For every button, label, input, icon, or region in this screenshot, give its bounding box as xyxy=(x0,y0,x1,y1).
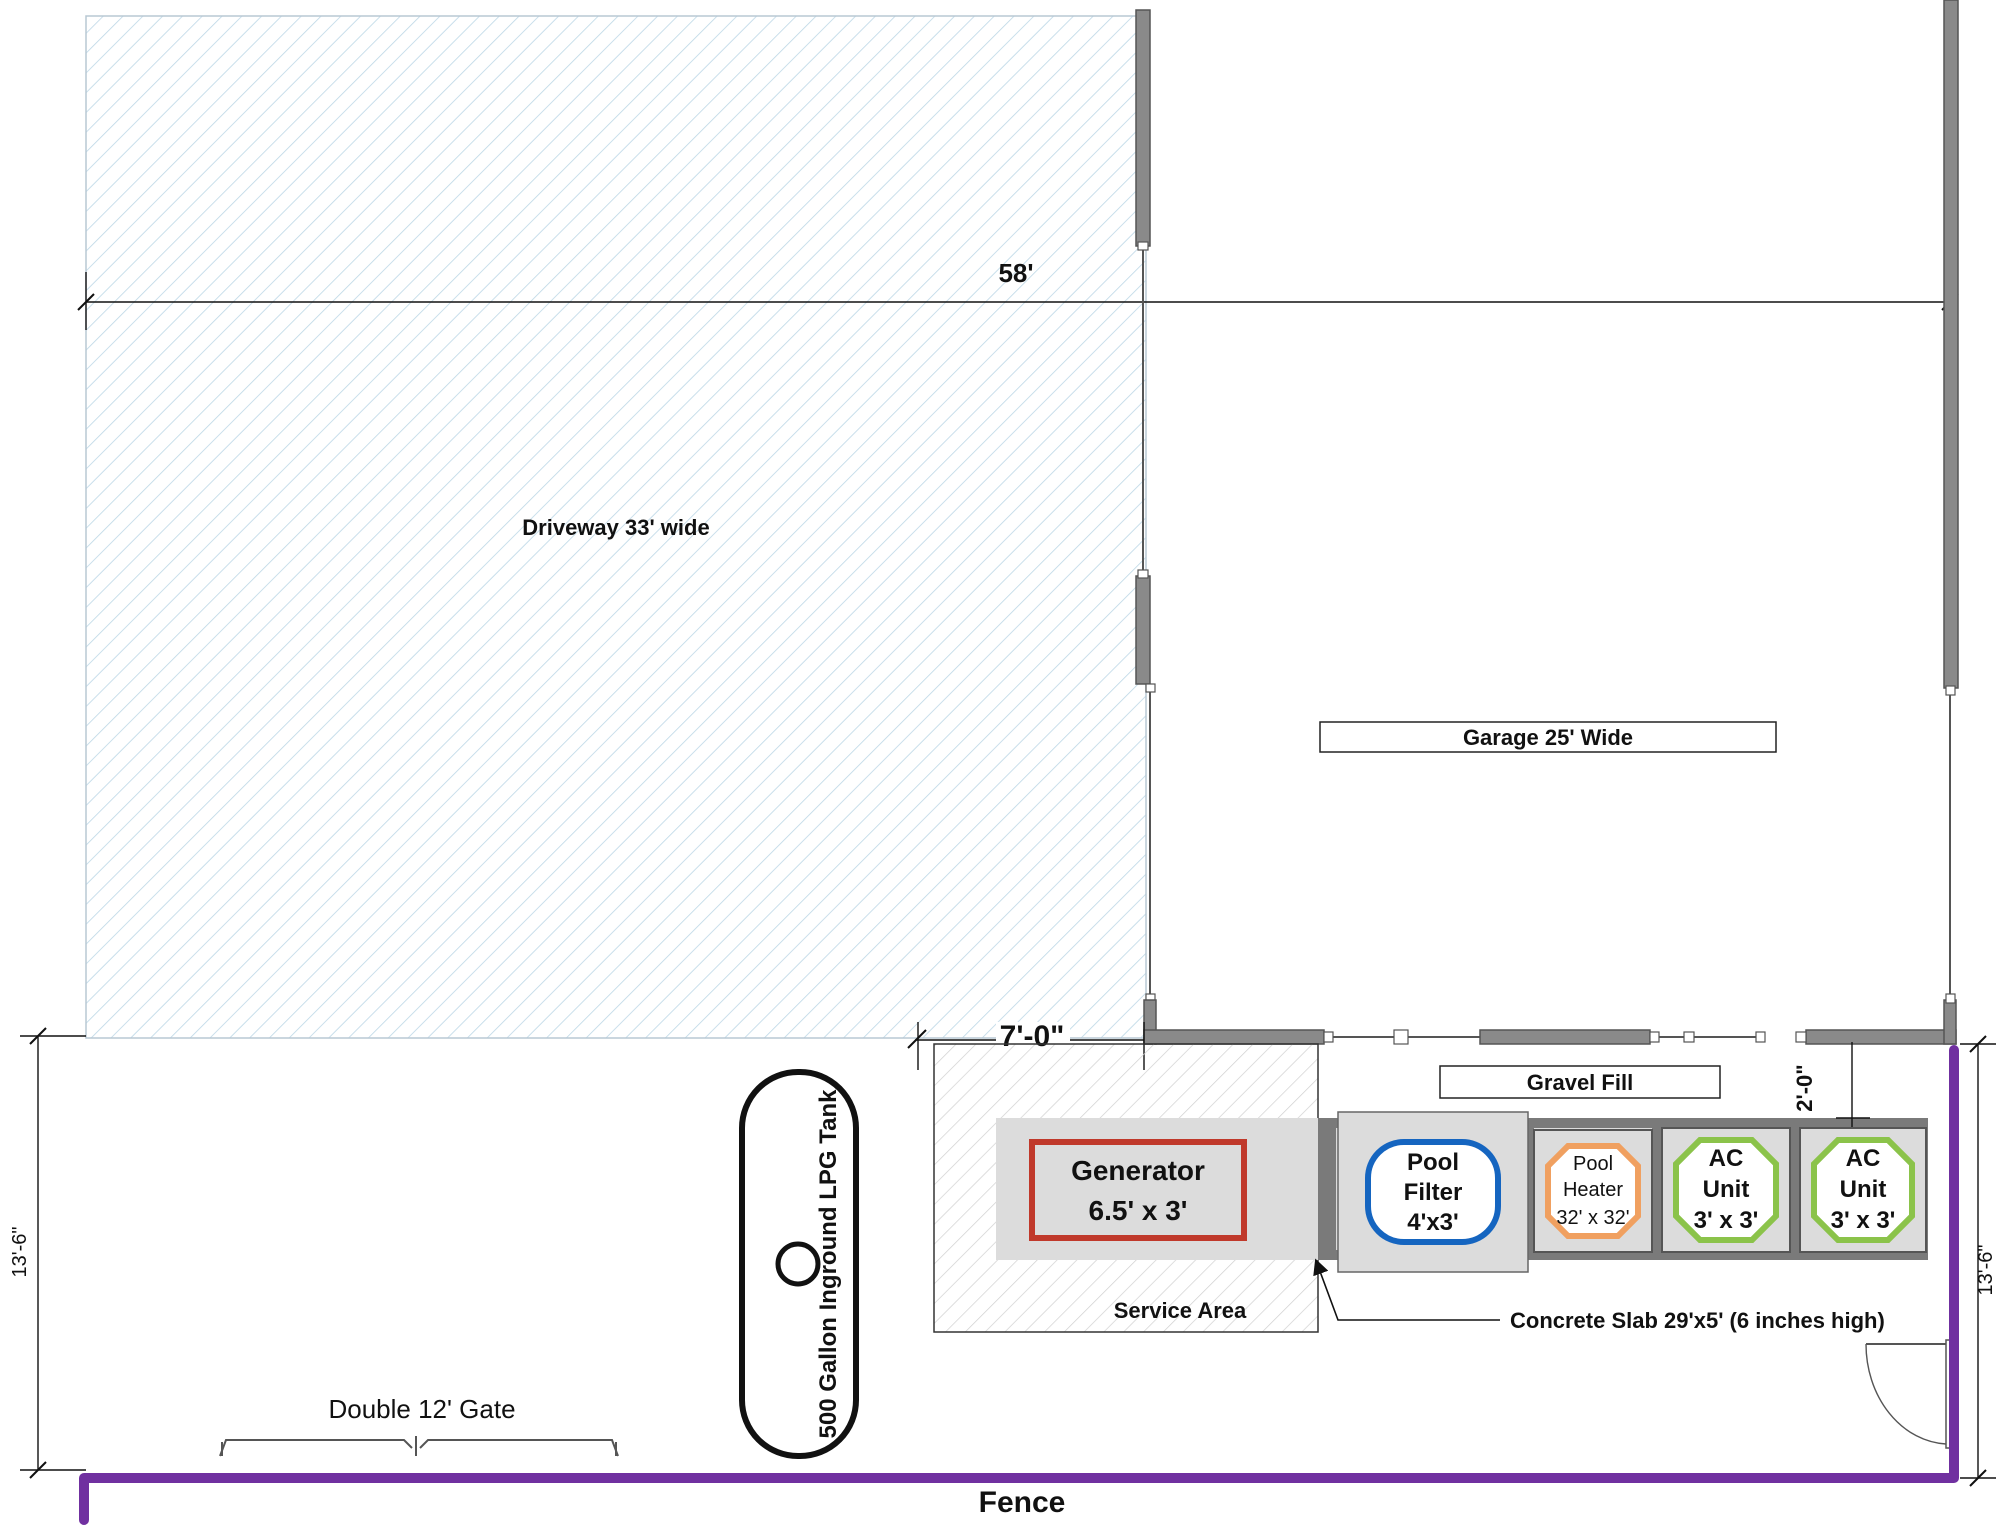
gate-label: Double 12' Gate xyxy=(328,1394,515,1424)
garage-label-box xyxy=(1319,721,1777,753)
ac-unit-1: AC Unit 3' x 3' xyxy=(1661,1127,1791,1253)
dimension-58: 58' xyxy=(77,258,1959,330)
garage-label: Garage 25' Wide xyxy=(1463,725,1633,750)
door-swing-icon xyxy=(1865,1339,1957,1449)
driveway-label: Driveway 33' wide xyxy=(522,515,709,540)
ac-unit-2-line1: AC xyxy=(1846,1145,1881,1172)
garage-walls xyxy=(1135,0,1959,1045)
dimension-13-6-left: 13'-6" xyxy=(9,1027,86,1479)
pool-heater-line2: Heater xyxy=(1563,1179,1623,1201)
driveway-area xyxy=(85,15,1147,1039)
generator-line1: Generator xyxy=(1071,1155,1205,1186)
tank-cap-icon xyxy=(775,1241,821,1287)
ac-unit-1-octagon xyxy=(1673,1137,1779,1243)
dimension-13-6-left-label: 13'-6" xyxy=(9,1227,31,1278)
ac-unit-2: AC Unit 3' x 3' xyxy=(1799,1127,1927,1253)
pool-heater-octagon xyxy=(1545,1143,1641,1239)
fence xyxy=(79,1045,1959,1525)
gravel-fill-box xyxy=(1439,1065,1721,1099)
garage-bottom-wall-2 xyxy=(1479,1029,1651,1045)
ac-unit-1-line2: Unit xyxy=(1703,1176,1750,1203)
pool-filter-outline xyxy=(1365,1139,1501,1245)
concrete-slab-label: Concrete Slab 29'x5' (6 inches high) xyxy=(1510,1308,1885,1333)
dimension-13-6-right: 13'-6" xyxy=(1960,1035,1997,1487)
lpg-tank-label: 500 Gallon Inground LPG Tank xyxy=(815,1089,842,1439)
concrete-slab-callout: Concrete Slab 29'x5' (6 inches high) xyxy=(1313,1258,1885,1333)
dimension-58-label: 58' xyxy=(998,258,1033,288)
pool-filter: Pool Filter 4'x3' xyxy=(1337,1111,1529,1273)
ac-unit-2-line3: 3' x 3' xyxy=(1831,1207,1896,1234)
generator: Generator 6.5' x 3' xyxy=(1029,1139,1247,1241)
pool-filter-line2: Filter xyxy=(1404,1179,1463,1206)
garage-right-wall xyxy=(1943,0,1959,689)
generator-box xyxy=(1029,1139,1247,1241)
ac-unit-1-line3: 3' x 3' xyxy=(1694,1207,1759,1234)
garage-left-wall-upper xyxy=(1135,9,1151,247)
ac-unit-2-octagon xyxy=(1811,1137,1915,1243)
lpg-tank: 500 Gallon Inground LPG Tank xyxy=(739,1069,859,1459)
generator-line2: 6.5' x 3' xyxy=(1089,1195,1188,1226)
pool-heater-line3: 32' x 32' xyxy=(1556,1207,1629,1229)
ac-unit-2-line2: Unit xyxy=(1840,1176,1887,1203)
fence-label: Fence xyxy=(979,1486,1066,1519)
garage-bottom-wall-1 xyxy=(1143,1029,1325,1045)
dimension-2-label: 2'-0" xyxy=(1792,1064,1817,1111)
double-gate: Double 12' Gate xyxy=(219,1394,619,1457)
gravel-fill-label: Gravel Fill xyxy=(1527,1070,1633,1095)
pool-heater-line1: Pool xyxy=(1573,1153,1613,1175)
garage-left-wall-middle xyxy=(1135,575,1151,685)
pool-filter-line3: 4'x3' xyxy=(1407,1209,1458,1236)
pool-heater: Pool Heater 32' x 32' xyxy=(1533,1129,1653,1253)
service-area-label: Service Area xyxy=(1114,1298,1247,1323)
ac-unit-1-line1: AC xyxy=(1709,1145,1744,1172)
dimension-13-6-right-label: 13'-6" xyxy=(1975,1245,1997,1296)
garage-bottom-wall-3 xyxy=(1805,1029,1957,1045)
pool-filter-line1: Pool xyxy=(1407,1149,1459,1176)
dimension-2: 2'-0" xyxy=(1792,1042,1870,1140)
